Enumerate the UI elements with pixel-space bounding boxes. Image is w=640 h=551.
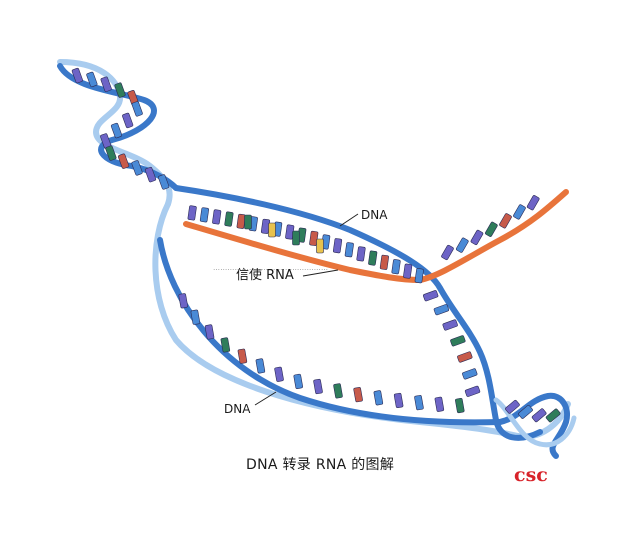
nucleotide-base (441, 244, 454, 261)
mrna-leader-line (302, 269, 339, 277)
nucleotide-base (292, 230, 300, 246)
nucleotide-base (190, 309, 201, 325)
dna-right-helix-back (493, 397, 577, 448)
nucleotide-base (373, 390, 384, 406)
nucleotide-base (110, 122, 123, 139)
nucleotide-base (220, 337, 231, 353)
nucleotide-base (118, 153, 130, 169)
nucleotide-base (86, 71, 98, 88)
nucleotide-base (450, 335, 466, 347)
nucleotide-base (255, 358, 266, 374)
nucleotide-base (414, 395, 424, 411)
nucleotide-base (391, 259, 401, 275)
dna-front-strand-helix (57, 63, 179, 191)
nucleotide-base (158, 174, 170, 190)
nucleotide-base (131, 101, 143, 117)
nucleotide-base (513, 204, 526, 220)
nucleotide-base (356, 246, 366, 262)
nucleotide-base (122, 112, 134, 129)
nucleotide-base (316, 238, 324, 254)
nucleotide-base (368, 250, 378, 266)
nucleotide-base (456, 237, 469, 253)
nucleotide-base (131, 160, 143, 176)
nucleotide-base (212, 209, 222, 225)
nucleotide-base (100, 76, 112, 92)
nucleotide-base (455, 397, 465, 414)
nucleotide-base (433, 304, 450, 316)
nucleotide-base (505, 399, 520, 414)
dna-bottom-label: DNA (224, 402, 251, 416)
nucleotide-base (457, 351, 473, 363)
nucleotide-base (353, 387, 363, 403)
faint-overlay-text: ………………………………………… (213, 264, 329, 272)
nucleotide-base (414, 268, 424, 284)
nucleotide-base (485, 221, 498, 237)
nucleotide-base (379, 254, 389, 270)
dna-bottom-leader-line (254, 391, 277, 406)
nucleotide-base (268, 222, 276, 238)
nucleotide-base (442, 319, 458, 331)
watermark-logo: csc (514, 464, 548, 486)
nucleotide-base (114, 82, 126, 98)
nucleotide-base (105, 145, 117, 161)
dna-top-label: DNA (361, 208, 388, 222)
nucleotide-base (204, 324, 215, 340)
nucleotide-base (518, 405, 533, 419)
nucleotide-base (187, 205, 197, 221)
nucleotide-base (403, 263, 413, 279)
nucleotide-base (499, 213, 512, 229)
nucleotide-base (293, 373, 303, 389)
nucleotide-base (178, 293, 188, 309)
nucleotide-base (199, 207, 209, 223)
nucleotide-base (526, 195, 540, 211)
nucleotide-base (224, 211, 234, 227)
nucleotide-base (313, 378, 323, 395)
nucleotide-base (332, 238, 343, 254)
nucleotide-base (464, 385, 481, 397)
nucleotide-base (71, 67, 83, 84)
nucleotide-base (423, 290, 439, 302)
nucleotide-base (333, 383, 343, 399)
nucleotide-base (393, 392, 404, 409)
nucleotide-base (344, 242, 354, 258)
nucleotide-base (531, 408, 547, 423)
messenger-rna-label: 信使 RNA (236, 268, 294, 283)
diagram-caption: DNA 转录 RNA 的图解 (246, 457, 395, 473)
nucleotide-base (274, 366, 284, 382)
nucleotide-base (462, 368, 478, 380)
nucleotide-base (545, 408, 561, 423)
nucleotide-base (434, 396, 445, 412)
dna-top-leader-line (339, 213, 359, 227)
nucleotide-base (144, 166, 157, 183)
nucleotide-base (470, 229, 484, 246)
nucleotide-base (237, 348, 248, 364)
nucleotide-base (244, 214, 252, 230)
